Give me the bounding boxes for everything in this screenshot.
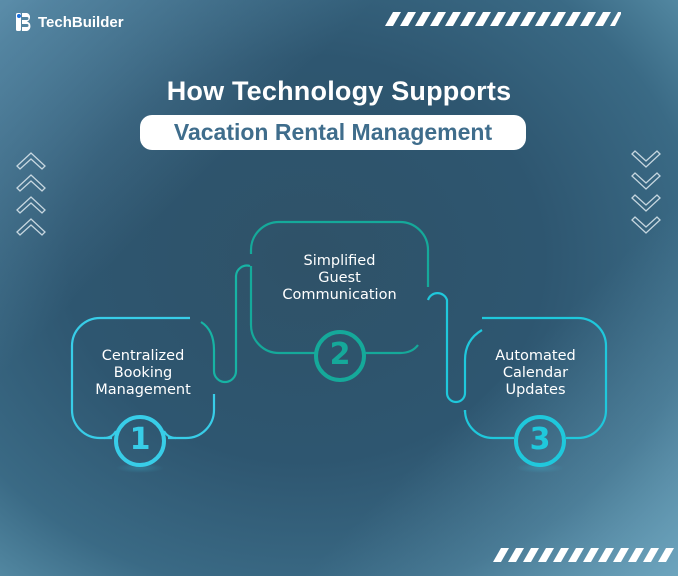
step-1-label-line: Centralized [101, 348, 185, 364]
step-3-label: Automated Calendar Updates [465, 348, 606, 399]
step-3-label-line: Calendar [502, 365, 569, 381]
chevron-down-icon-stack [631, 150, 661, 234]
step-2-label-line: Communication [282, 287, 397, 303]
page-subtitle-pill: Vacation Rental Management [140, 115, 526, 150]
techbuilder-logo-icon [16, 12, 34, 32]
chevron-up-icon [16, 174, 46, 192]
step-2-label-line: Simplified [303, 253, 376, 269]
diagonal-stripes-top [385, 12, 621, 26]
chevron-down-icon [631, 172, 661, 190]
page-subtitle: Vacation Rental Management [173, 119, 493, 145]
chevron-up-icon [16, 152, 46, 170]
step-3-label-line: Automated [495, 348, 576, 364]
step-3-frame [463, 316, 608, 440]
step-2-label: Simplified Guest Communication [251, 253, 428, 304]
step-1-label-line: Booking [113, 365, 173, 381]
brand-logo: TechBuilder [16, 12, 124, 32]
step-3-number: 3 [529, 422, 551, 457]
step-1-label: Centralized Booking Management [72, 348, 214, 399]
chevron-up-icon [16, 196, 46, 214]
chevron-down-icon [631, 194, 661, 212]
diagonal-stripes-bottom [493, 548, 674, 562]
brand-name: TechBuilder [38, 13, 124, 31]
step-2-frame [249, 220, 430, 355]
step-1-number: 1 [129, 422, 151, 457]
step-2-number-ring [314, 330, 366, 382]
step-2-label-line: Guest [318, 270, 361, 286]
chevron-down-icon [631, 150, 661, 168]
page-title: How Technology Supports [166, 76, 512, 106]
connector-2-3 [426, 292, 483, 404]
step-3-label-line: Updates [505, 382, 566, 398]
step-1-label-line: Management [95, 382, 191, 398]
chevron-up-icon-stack [16, 152, 46, 236]
connector-1-2 [200, 264, 251, 384]
step-1-frame [70, 316, 216, 440]
chevron-up-icon [16, 218, 46, 236]
step-2-number: 2 [329, 337, 351, 372]
chevron-down-icon [631, 216, 661, 234]
